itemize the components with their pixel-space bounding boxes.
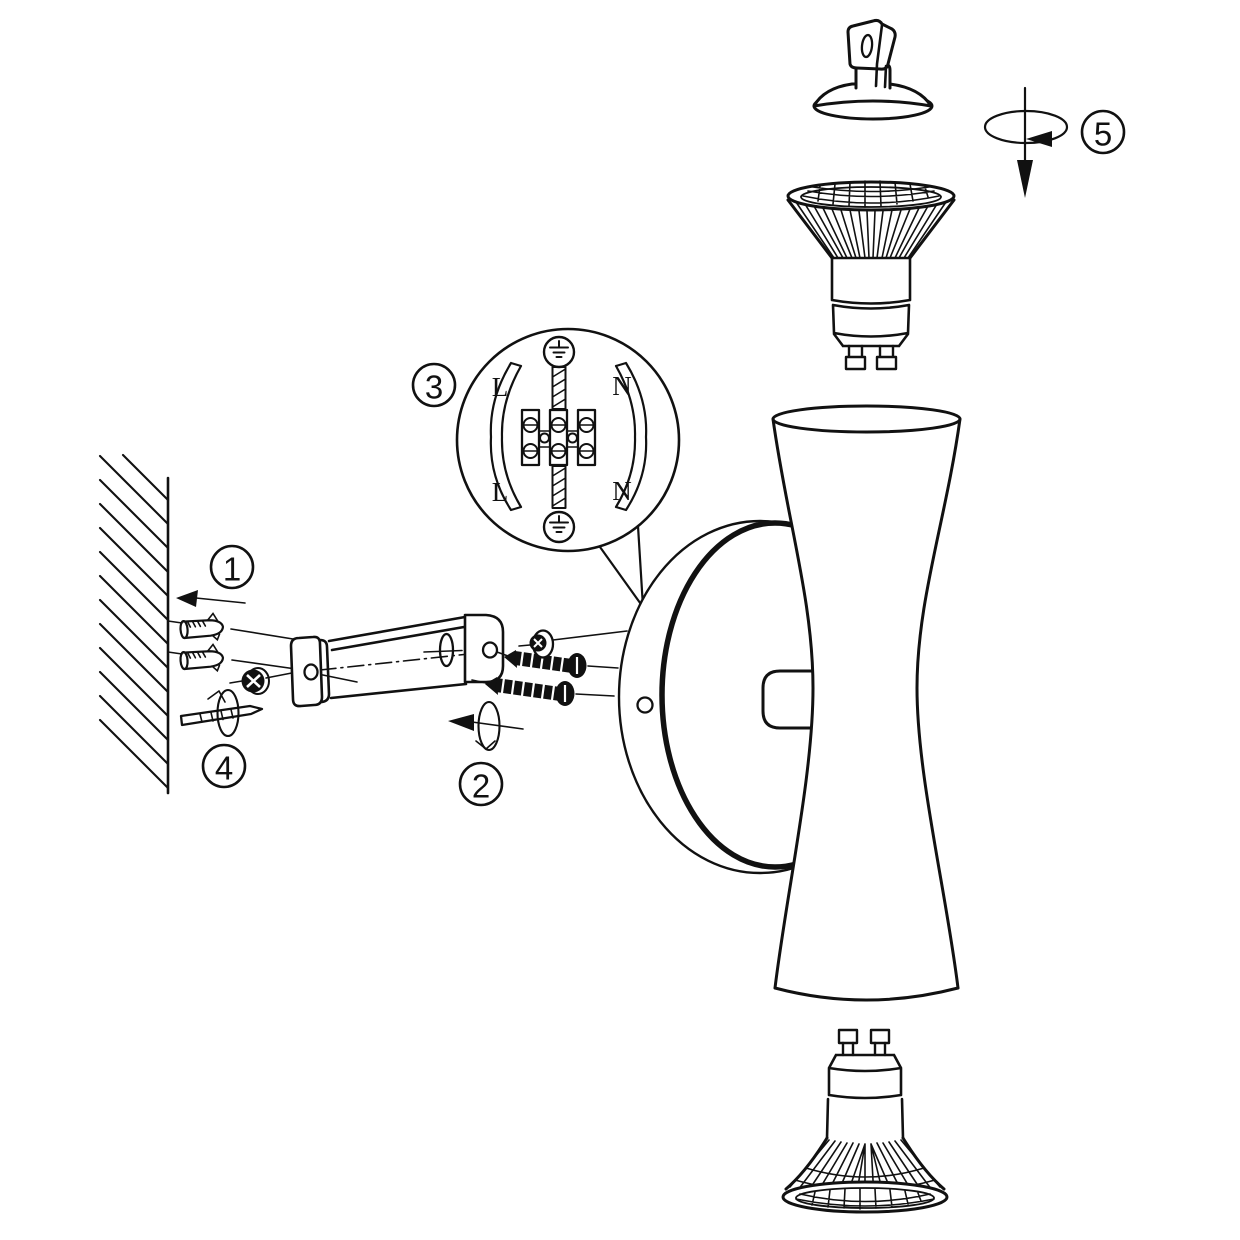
- step-4-number: 4: [215, 750, 233, 787]
- bulb-body: [830, 256, 912, 348]
- step-2-number: 2: [472, 768, 490, 805]
- finial-wing: [846, 18, 897, 89]
- pan-head-screw-upper: [496, 650, 619, 679]
- arrow-left-icon: [176, 590, 198, 607]
- rotation-ellipse-icon: [216, 688, 240, 738]
- arrow-left-icon: [448, 714, 474, 731]
- mounting-bracket-arm: [289, 613, 505, 708]
- step-1-marker: 1: [176, 544, 255, 607]
- neutral-label-top: N: [612, 371, 632, 401]
- callout-tail: [598, 524, 645, 609]
- gu10-bulb-top: [786, 180, 956, 371]
- bracket-arm-edges: [327, 615, 468, 700]
- step-3-circle: [411, 362, 457, 408]
- step-2-circle: [458, 761, 504, 807]
- wall-plug-anchor-1: [179, 612, 225, 642]
- finial-dome: [812, 82, 933, 108]
- step-1-number: 1: [223, 551, 241, 588]
- step-5-number: 5: [1094, 116, 1112, 153]
- reflector-mesh: [795, 1188, 935, 1210]
- decorative-finial: [812, 18, 934, 121]
- rotation-ellipse-icon: [983, 109, 1069, 145]
- step-3-number: 3: [425, 369, 443, 406]
- reflector-mesh: [802, 180, 940, 208]
- reflector-cone: [786, 198, 956, 260]
- wall-section: [98, 453, 170, 795]
- step-4-circle: [201, 743, 247, 789]
- push-arrow-line: [195, 597, 246, 604]
- live-wire-curve: [489, 361, 523, 512]
- step-4-marker: 4: [201, 743, 247, 789]
- reflector-ribs: [789, 1139, 941, 1199]
- sconce-body: [771, 404, 962, 1002]
- wall-plug-anchor-2: [179, 643, 225, 673]
- wall-hatching: [98, 453, 170, 790]
- step-5-marker: 5: [983, 86, 1126, 198]
- bracket-slot: [438, 632, 455, 668]
- terminal-screws: [522, 417, 595, 459]
- bottom-opening-rim: [773, 986, 960, 1002]
- gu10-bulb-bottom: [781, 1028, 949, 1214]
- bulb-body: [825, 1053, 905, 1140]
- body-fill: [773, 419, 960, 1000]
- gu10-pins: [844, 344, 898, 371]
- long-mounting-screw: [179, 688, 264, 738]
- live-label-bottom: L: [492, 477, 509, 507]
- bracket-wall-plate: [289, 635, 324, 708]
- rotation-arrowhead-icon: [207, 690, 226, 703]
- step-1-circle: [209, 544, 255, 590]
- reflector-ribs: [795, 201, 947, 259]
- neutral-label-bottom: N: [612, 476, 632, 506]
- terminal-block: [520, 408, 597, 467]
- top-opening-rim: [771, 404, 962, 434]
- bracket-end-hole: [481, 641, 499, 659]
- earth-ground-icon-bottom: [542, 510, 576, 544]
- rotation-arrowhead-icon: [1026, 131, 1052, 147]
- neutral-wire-curve: [614, 361, 648, 512]
- rotation-arrowhead-icon: [475, 740, 496, 750]
- live-label-top: L: [492, 372, 509, 402]
- arrow-down-icon: [1017, 160, 1033, 198]
- step-2-marker: 2: [448, 700, 524, 807]
- gu10-pins: [837, 1028, 891, 1057]
- washer-screw: [518, 629, 628, 659]
- center-line: [319, 651, 488, 671]
- wiring-detail-callout: 3: [411, 327, 681, 609]
- body-right-edge: [915, 417, 962, 990]
- screw-arrow-line: [471, 721, 524, 730]
- plate-screw-hole: [636, 696, 654, 714]
- step-5-circle: [1080, 109, 1126, 155]
- bracket-plate-hole: [303, 663, 319, 681]
- anchor-leader-lines: [167, 620, 304, 671]
- body-left-edge: [771, 417, 815, 990]
- pan-head-screw-lower: [471, 677, 615, 708]
